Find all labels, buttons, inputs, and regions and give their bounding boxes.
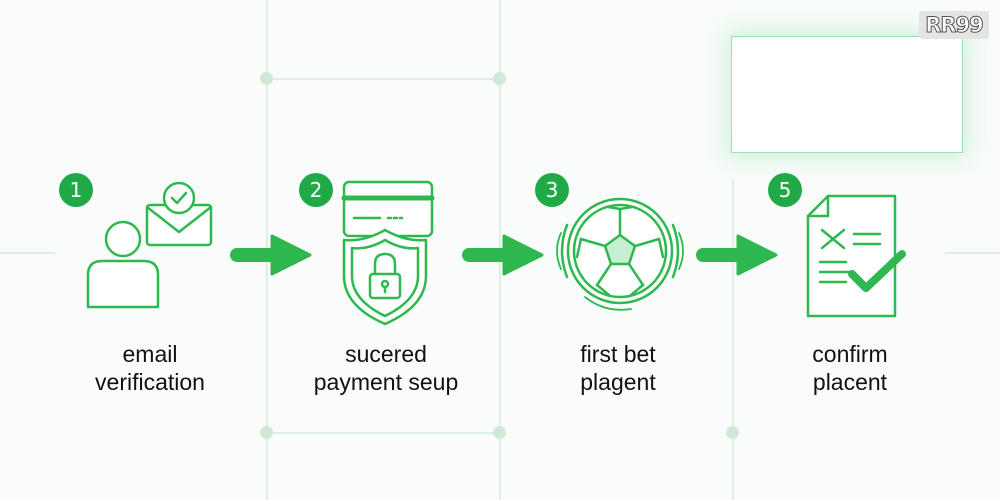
- soccer-ball-icon: [556, 197, 684, 311]
- step-1-label-line1: email: [122, 341, 178, 367]
- step-3-label: first bet plagent: [508, 340, 728, 396]
- grid-line-h: [0, 252, 55, 254]
- grid-line-h: [266, 432, 500, 434]
- arrow-right-icon: [230, 234, 312, 276]
- step-5-label: confirm placent: [740, 340, 960, 396]
- document-check-icon: [806, 194, 906, 318]
- arrow-right-icon: [462, 234, 544, 276]
- grid-line-h: [945, 252, 1000, 254]
- grid-dot: [493, 426, 506, 439]
- step-3-badge: 3: [535, 173, 569, 207]
- step-2-badge: 2: [299, 173, 333, 207]
- step-2-label: sucered payment seup: [276, 340, 496, 396]
- card-shield-lock-icon: [341, 180, 435, 326]
- step-2-label-line1: sucered: [345, 341, 427, 367]
- step-2-label-line2: payment seup: [313, 369, 459, 395]
- grid-dot: [260, 426, 273, 439]
- step-5-label-line1: confirm: [812, 341, 888, 367]
- step-3-label-line1: first bet: [580, 341, 656, 367]
- grid-line-v: [732, 180, 734, 500]
- step-5-label-line2: placent: [812, 369, 888, 395]
- step-1-label-line2: verification: [95, 369, 205, 395]
- arrow-right-icon: [696, 234, 778, 276]
- grid-dot: [260, 72, 273, 85]
- grid-line-h: [266, 78, 500, 80]
- user-email-check-icon: [86, 181, 213, 309]
- step-3-label-line2: plagent: [580, 369, 656, 395]
- step-1-badge: 1: [59, 173, 93, 207]
- empty-placeholder-box: [731, 36, 963, 153]
- brand-logo-text: RR99: [925, 13, 985, 38]
- brand-logo: RR99: [919, 11, 989, 39]
- grid-dot: [493, 72, 506, 85]
- step-5-badge: 5: [768, 173, 802, 207]
- grid-dot: [726, 426, 739, 439]
- step-1-label: email verification: [40, 340, 260, 396]
